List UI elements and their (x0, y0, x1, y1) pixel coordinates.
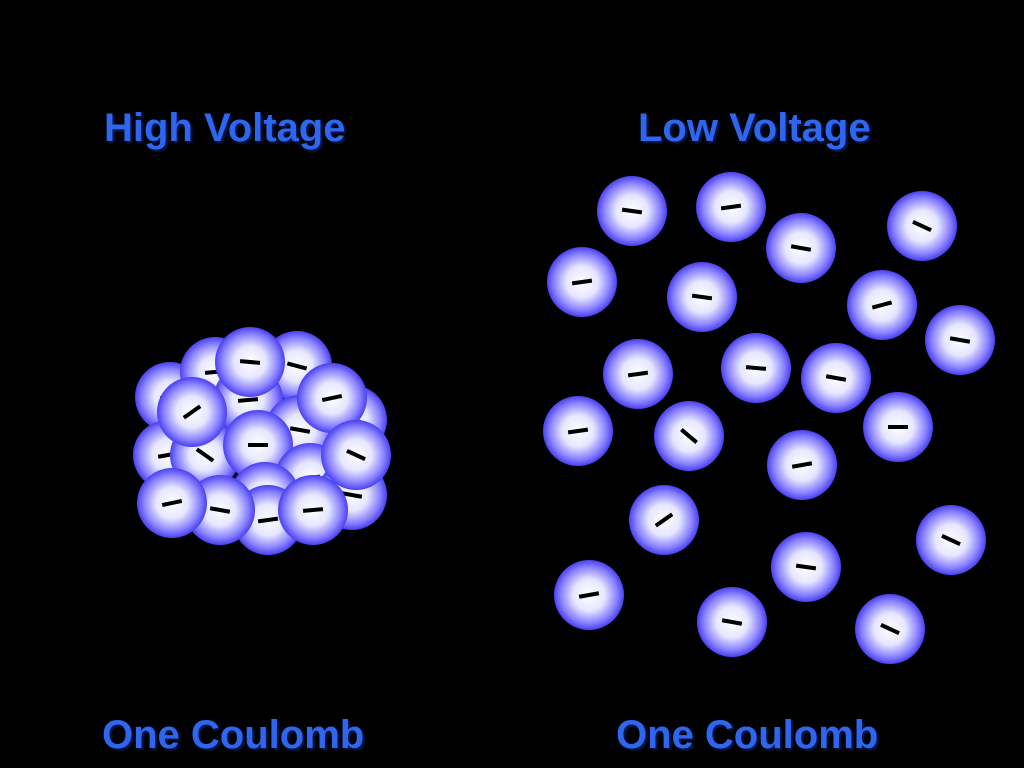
negative-charge-icon (346, 448, 366, 462)
electron-particle (721, 333, 791, 403)
electron-particle (278, 475, 348, 545)
negative-charge-icon (302, 507, 324, 513)
electron-particle (223, 410, 293, 480)
negative-charge-icon (654, 512, 674, 528)
electron-particle (629, 485, 699, 555)
low-voltage-spread (543, 172, 995, 664)
electron-particle (547, 247, 617, 317)
negative-charge-icon (239, 359, 261, 365)
electron-particle (887, 191, 957, 261)
high-voltage-cluster (133, 327, 391, 555)
electron-particle (697, 587, 767, 657)
negative-charge-icon (161, 498, 183, 508)
negative-charge-icon (871, 300, 893, 310)
electron-particle (925, 305, 995, 375)
electron-particle (543, 396, 613, 466)
electron-particle (771, 532, 841, 602)
negative-charge-icon (627, 370, 649, 378)
electron-particle (767, 430, 837, 500)
negative-charge-icon (912, 219, 932, 233)
negative-charge-icon (321, 393, 343, 403)
high-voltage-title: High Voltage (104, 106, 346, 150)
negative-charge-icon (286, 361, 308, 371)
negative-charge-icon (720, 203, 742, 211)
electron-particle (696, 172, 766, 242)
negative-charge-icon (880, 622, 900, 636)
electron-particle (916, 505, 986, 575)
electron-particle (863, 392, 933, 462)
low-voltage-title: Low Voltage (638, 106, 871, 150)
negative-charge-icon (182, 404, 202, 420)
negative-charge-icon (209, 506, 231, 514)
negative-charge-icon (745, 365, 767, 371)
negative-charge-icon (825, 374, 847, 382)
electron-particle (855, 594, 925, 664)
negative-charge-icon (691, 293, 713, 301)
electron-particle (157, 377, 227, 447)
electron-particle (847, 270, 917, 340)
negative-charge-icon (721, 618, 743, 626)
electron-particle (667, 262, 737, 332)
negative-charge-icon (341, 491, 363, 499)
negative-charge-icon (621, 207, 643, 215)
negative-charge-icon (941, 533, 961, 547)
negative-charge-icon (567, 427, 589, 435)
negative-charge-icon (257, 516, 279, 524)
negative-charge-icon (578, 591, 600, 599)
negative-charge-icon (790, 244, 812, 252)
electron-particle (766, 213, 836, 283)
negative-charge-icon (195, 447, 215, 463)
electron-particle (597, 176, 667, 246)
electron-particle (215, 327, 285, 397)
negative-charge-icon (949, 336, 971, 344)
negative-charge-icon (571, 278, 593, 286)
negative-charge-icon (795, 563, 817, 571)
negative-charge-icon (680, 428, 698, 444)
electron-particle (137, 468, 207, 538)
electron-particle (603, 339, 673, 409)
low-voltage-caption: One Coulomb (616, 713, 879, 757)
high-voltage-caption: One Coulomb (102, 713, 365, 757)
electron-particle (297, 363, 367, 433)
negative-charge-icon (791, 461, 813, 469)
negative-charge-icon (237, 397, 259, 403)
electron-particle (801, 343, 871, 413)
electron-particle (554, 560, 624, 630)
electron-particle (654, 401, 724, 471)
electron-particle (321, 420, 391, 490)
negative-charge-icon (289, 426, 311, 434)
